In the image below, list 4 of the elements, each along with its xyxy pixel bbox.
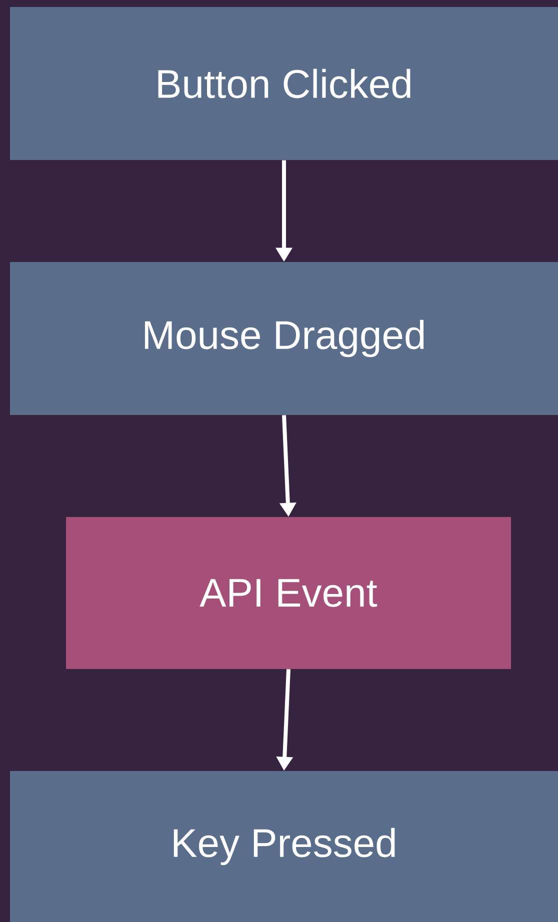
process-box: Key Pressed <box>10 771 558 922</box>
process-box: API Event <box>66 517 511 669</box>
process-box: Mouse Dragged <box>10 262 558 415</box>
process-box: Button Clicked <box>10 7 558 160</box>
